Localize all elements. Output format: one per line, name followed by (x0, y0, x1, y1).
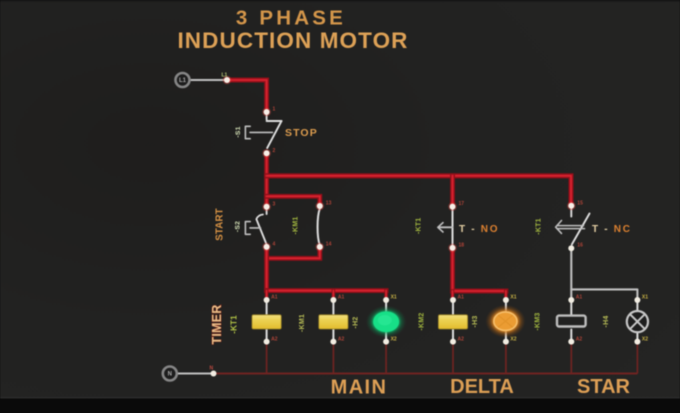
svg-text:2: 2 (273, 148, 276, 154)
svg-text:13: 13 (326, 201, 332, 207)
svg-text:A2: A2 (458, 336, 465, 342)
svg-text:STOP: STOP (285, 127, 318, 139)
svg-text:A2: A2 (576, 336, 583, 342)
svg-text:A1: A1 (271, 295, 278, 301)
svg-text:DELTA: DELTA (450, 376, 514, 398)
svg-text:-H4: -H4 (603, 316, 610, 328)
svg-text:-KM1: -KM1 (293, 217, 300, 235)
svg-text:STAR: STAR (577, 376, 631, 398)
svg-text:T - NC: T - NC (592, 224, 632, 235)
svg-text:L1: L1 (222, 73, 228, 79)
svg-text:A1: A1 (458, 295, 465, 301)
svg-text:-KM2: -KM2 (419, 313, 426, 331)
svg-text:START: START (215, 208, 226, 241)
svg-text:L1: L1 (179, 78, 187, 84)
svg-text:A1: A1 (576, 295, 583, 301)
svg-text:-KT1: -KT1 (536, 218, 543, 234)
svg-text:4: 4 (273, 241, 276, 247)
svg-text:-H3: -H3 (472, 316, 479, 328)
svg-text:-KM3: -KM3 (535, 313, 542, 331)
svg-text:-KM1: -KM1 (299, 314, 306, 332)
svg-text:A2: A2 (271, 336, 278, 342)
svg-text:18: 18 (459, 242, 465, 248)
svg-text:N: N (168, 372, 172, 378)
svg-text:A2: A2 (338, 336, 345, 342)
svg-text:X2: X2 (642, 336, 648, 342)
svg-text:T - NO: T - NO (459, 224, 499, 235)
svg-text:X1: X1 (642, 295, 648, 301)
svg-text:-S1: -S1 (235, 126, 242, 137)
svg-text:INDUCTION MOTOR: INDUCTION MOTOR (177, 28, 408, 53)
svg-text:X1: X1 (510, 295, 516, 301)
svg-text:3 PHASE: 3 PHASE (236, 6, 346, 29)
svg-text:X2: X2 (510, 336, 516, 342)
svg-text:17: 17 (459, 201, 465, 207)
svg-text:1: 1 (273, 107, 276, 113)
svg-text:N: N (210, 366, 214, 372)
svg-text:X2: X2 (391, 336, 397, 342)
svg-text:-KT1: -KT1 (416, 218, 423, 234)
svg-text:16: 16 (577, 243, 583, 249)
svg-text:MAIN: MAIN (331, 377, 388, 399)
svg-text:14: 14 (326, 241, 332, 247)
svg-text:-KT1: -KT1 (230, 315, 239, 334)
svg-text:-S2: -S2 (235, 221, 242, 232)
svg-text:A1: A1 (338, 295, 345, 301)
svg-text:15: 15 (577, 200, 583, 206)
svg-text:-H2: -H2 (353, 317, 360, 329)
svg-text:TIMER: TIMER (210, 305, 224, 345)
svg-text:3: 3 (273, 201, 276, 207)
svg-text:X1: X1 (391, 295, 397, 301)
